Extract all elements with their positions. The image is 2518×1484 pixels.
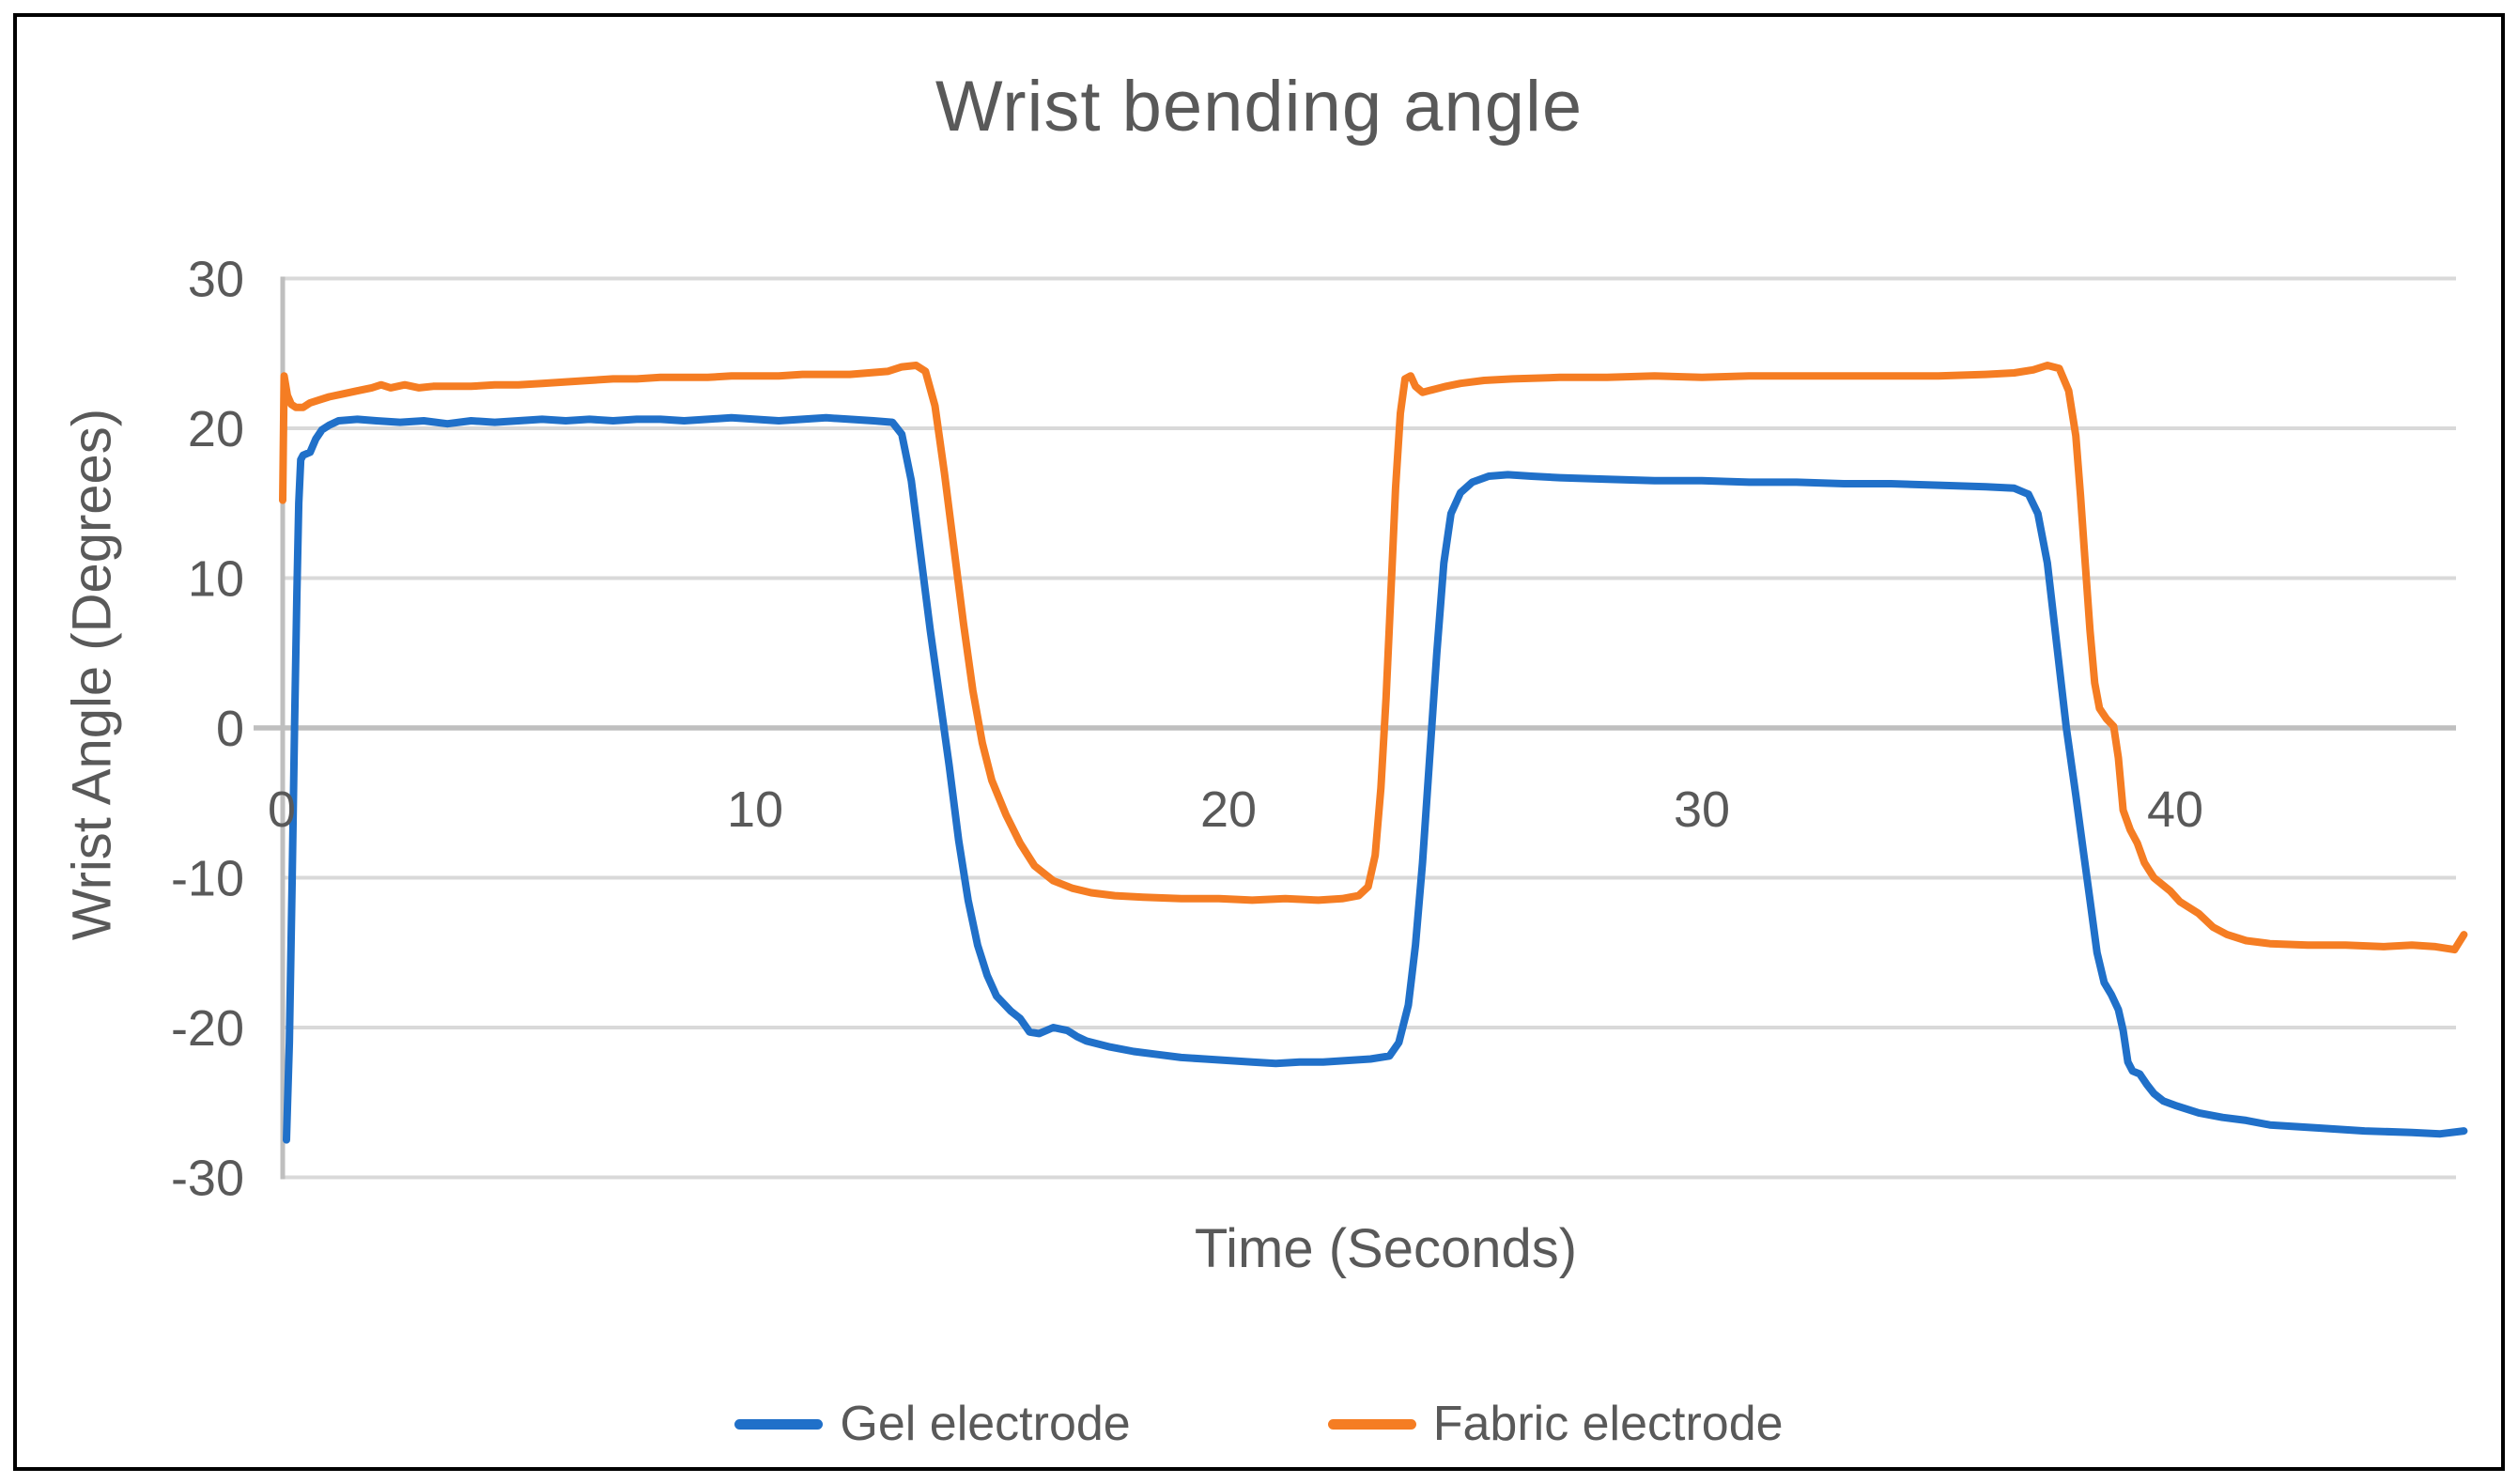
y-tick-label: 20 bbox=[188, 401, 244, 457]
gel-electrode-line-swatch-icon bbox=[734, 1418, 824, 1430]
y-tick-label: -30 bbox=[171, 1151, 244, 1207]
y-tick-label: 0 bbox=[216, 701, 244, 757]
legend: Gel electrode Fabric electrode bbox=[17, 1396, 2501, 1452]
legend-item-fabric-electrode: Fabric electrode bbox=[1327, 1396, 1784, 1452]
chart-figure: Wrist bending angle Wrist Angle (Degrees… bbox=[13, 13, 2505, 1471]
series-line-fabric-electrode bbox=[279, 362, 2468, 954]
legend-label-gel-electrode: Gel electrode bbox=[840, 1397, 1131, 1451]
y-tick-label: -20 bbox=[171, 1000, 244, 1057]
plot-area: 0 10 20 30 40 30 20 10 0 -10 -20 -30 bbox=[171, 252, 2468, 1207]
y-tick-label: 30 bbox=[188, 252, 244, 308]
x-tick-label: 0 bbox=[268, 781, 296, 838]
y-tick-label: -10 bbox=[171, 851, 244, 907]
x-tick-label: 40 bbox=[2147, 781, 2203, 838]
x-tick-label: 20 bbox=[1200, 781, 1257, 838]
x-axis-title: Time (Seconds) bbox=[1194, 1218, 1578, 1279]
y-tick-label: 10 bbox=[188, 551, 244, 608]
series-line-gel-electrode bbox=[283, 413, 2468, 1144]
legend-label-fabric-electrode: Fabric electrode bbox=[1432, 1397, 1784, 1451]
x-tick-label: 30 bbox=[1674, 781, 1730, 838]
chart-title: Wrist bending angle bbox=[935, 67, 1583, 147]
fabric-electrode-line-swatch-icon bbox=[1327, 1418, 1416, 1430]
legend-item-gel-electrode: Gel electrode bbox=[734, 1396, 1131, 1452]
x-tick-label: 10 bbox=[727, 781, 783, 838]
